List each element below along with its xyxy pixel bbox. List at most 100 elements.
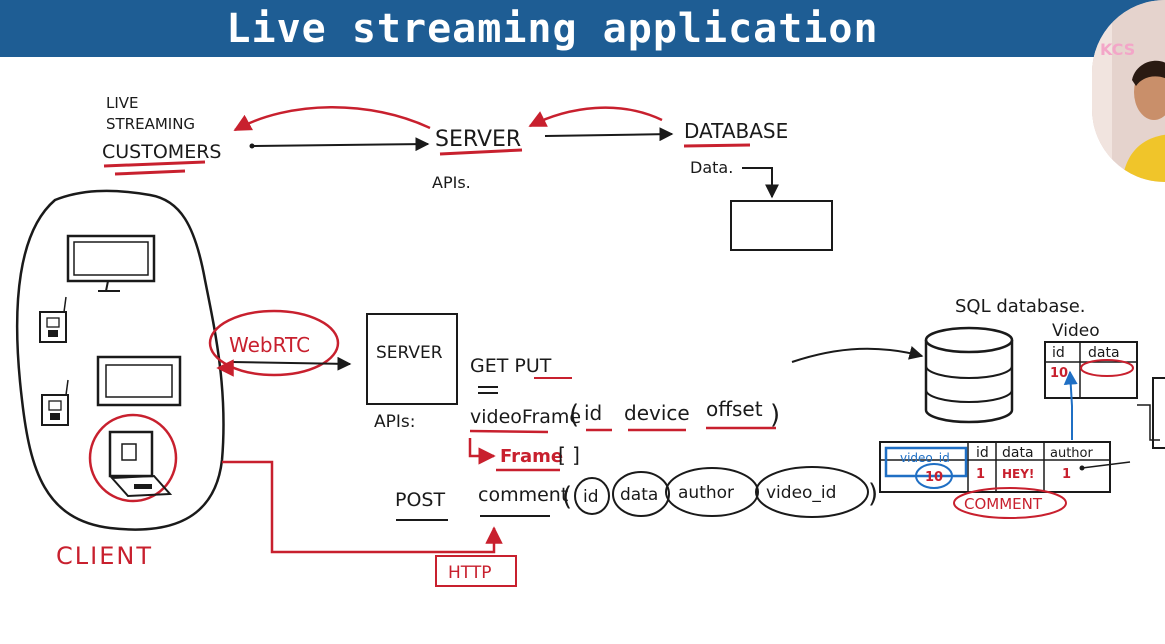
data-arrow [742,167,779,199]
laptop-keys [134,484,152,489]
top-server-underline [439,148,523,156]
param-id: id [584,401,602,425]
client-boundary [15,189,225,531]
http-box [435,555,517,587]
top-server-label: SERVER [435,127,521,152]
video-frame-underlines [469,426,776,434]
phone-antenna [65,379,69,396]
middle-server-label: SERVER [376,343,443,363]
video-frame-fn: videoFrame [470,406,581,428]
database-box [730,200,833,251]
desktop-monitor-icon [66,234,156,283]
customers-label-line3: CUSTOMERS [102,141,221,163]
phone-icon [41,394,69,426]
monitor-screen [73,241,149,276]
http-arrow [222,460,503,554]
video-id-value-circle [915,463,953,489]
phone-screen [48,400,62,411]
database-to-server-arrow [528,106,663,128]
comment-table-name-circle [953,487,1067,519]
video-table-link [1137,404,1160,441]
comment-row-video-id: 10 [925,470,943,485]
phone-keypad [48,330,58,337]
http-label: HTTP [448,563,492,583]
param-device: device [624,401,690,425]
webrtc-label: WebRTC [229,333,310,357]
video-id-highlight [884,446,968,478]
to-sql-arrow [791,346,924,363]
comment-param-video-id: video_id [766,483,836,503]
comment-header-data: data [1002,445,1034,461]
laptop-screen [121,443,137,461]
comment-header-id: id [976,445,989,461]
customers-to-server-arrow [249,137,430,152]
video-row-id: 10 [1050,366,1068,381]
paren-open: ( [569,400,579,430]
page-title: Live streaming application [226,5,879,52]
video-header-id: id [1052,345,1065,361]
customers-label-line1: LIVE [106,94,139,112]
video-header-data: data [1088,345,1120,361]
author-link-dot [1079,465,1085,471]
comment-header-author: author [1050,446,1093,461]
comment-table-name: COMMENT [964,495,1043,513]
arrow-start-dot [249,143,255,149]
comment-param-data: data [620,485,658,505]
laptop-highlight-circle [88,413,178,503]
frame-brackets: [ ] [558,443,580,467]
param-video-id-circle [755,466,869,518]
phone-keypad [50,413,60,420]
monitor-stand [98,280,120,292]
comment-row-id: 1 [976,467,985,482]
comment-paren-open: ( [562,482,572,512]
data-label: Data. [690,158,733,177]
comment-fn: comment [478,484,568,506]
author-link-line [1081,461,1131,469]
top-database-underline [683,143,751,148]
laptop-keyboard [109,474,173,498]
client-group: CLIENT [15,189,225,570]
paren-close: ) [770,400,780,430]
middle-server-box [366,313,458,405]
server-to-database-arrow [544,127,674,142]
tablet-screen [105,364,173,398]
video-table [1044,341,1138,399]
db-cylinder-body [924,340,1014,424]
comment-row-data: HEY! [1002,467,1034,481]
foreign-key-arrow [1063,370,1078,440]
video-table-name: Video [1052,321,1100,341]
server-to-customers-arrow [233,106,431,132]
frame-arrow [468,438,496,465]
webrtc-arrow [231,356,352,371]
sql-database-label: SQL database. [955,296,1086,317]
post-label: POST [395,489,445,511]
phone-icon [39,311,67,343]
video-data-highlight [1080,359,1134,377]
phone-antenna [63,296,67,313]
webrtc-circle [208,309,340,377]
apis-label: APIs: [374,412,415,432]
phone-screen [46,317,60,328]
get-put-label: GET PUT [470,355,552,377]
sql-section: SQL database. Video id data 10 video_id … [791,296,1165,519]
customers-underline [103,160,206,176]
laptop-icon [108,430,154,478]
offscreen-table [1152,377,1165,449]
param-author-circle [665,467,759,517]
param-id-circle [574,477,610,515]
title-bar: Live streaming application [0,0,1165,57]
middle-section: WebRTC SERVER GET PUT APIs: videoFrame (… [208,309,878,587]
db-cylinder-rings [925,365,1013,403]
param-data-circle [612,471,670,517]
comment-table [879,441,1111,493]
comment-param-id: id [583,487,599,507]
db-cylinder-top [924,326,1014,354]
top-database-label: DATABASE [684,119,788,143]
tablet-icon [96,355,182,407]
top-apis-label: APIs. [432,173,471,192]
top-flow: LIVE STREAMING CUSTOMERS SERVER APIs. DA… [102,94,833,251]
comment-header-video-id: video_id [900,451,950,465]
param-offset: offset [706,397,763,421]
comment-param-author: author [678,483,734,503]
